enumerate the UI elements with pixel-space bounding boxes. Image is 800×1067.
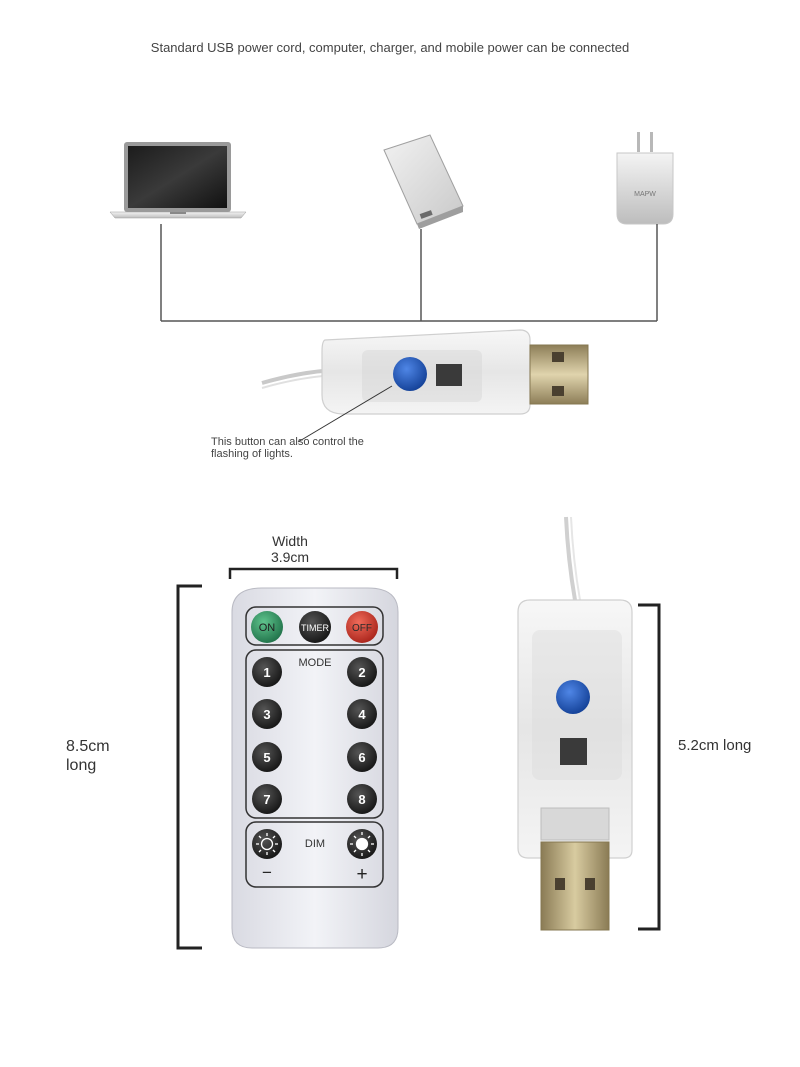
wall-charger-icon: MAPW bbox=[616, 132, 674, 225]
mode-label: MODE bbox=[299, 657, 332, 669]
width-label: Width 3.9cm bbox=[250, 533, 330, 565]
usb-dongle-vertical bbox=[517, 516, 633, 931]
sun-small-icon bbox=[256, 833, 278, 855]
pointer-line bbox=[297, 385, 393, 443]
usb-controller-horizontal bbox=[261, 329, 589, 415]
button-6[interactable]: 6 bbox=[347, 742, 377, 772]
width-label-value: 3.9cm bbox=[270, 549, 310, 565]
dongle-height-bracket bbox=[638, 603, 661, 931]
button-4[interactable]: 4 bbox=[347, 699, 377, 729]
on-button-label: ON bbox=[259, 622, 276, 634]
button-5-label: 5 bbox=[263, 750, 270, 765]
dim-up-button[interactable] bbox=[347, 829, 377, 859]
off-button-label: OFF bbox=[352, 623, 372, 634]
remote-height-label: 8.5cm long bbox=[66, 738, 110, 774]
power-bank-icon bbox=[383, 134, 464, 229]
charger-brand-text: MAPW bbox=[634, 191, 656, 198]
button-2-label: 2 bbox=[358, 665, 365, 680]
width-label-title: Width bbox=[272, 533, 308, 549]
button-5[interactable]: 5 bbox=[252, 742, 282, 772]
connection-lines bbox=[160, 224, 658, 322]
plus-label: + bbox=[356, 864, 367, 885]
timer-button[interactable]: TIMER bbox=[299, 611, 331, 643]
on-button[interactable]: ON bbox=[251, 611, 283, 643]
width-bracket bbox=[228, 567, 399, 579]
button-4-label: 4 bbox=[358, 707, 366, 722]
dim-down-button[interactable] bbox=[252, 829, 282, 859]
usb-control-button[interactable] bbox=[393, 357, 427, 391]
button-8[interactable]: 8 bbox=[347, 784, 377, 814]
button-1[interactable]: 1 bbox=[252, 657, 282, 687]
button-7[interactable]: 7 bbox=[252, 784, 282, 814]
laptop-icon bbox=[109, 142, 247, 219]
timer-button-label: TIMER bbox=[301, 623, 329, 633]
button-1-label: 1 bbox=[263, 665, 270, 680]
button-2[interactable]: 2 bbox=[347, 657, 377, 687]
dim-label: DIM bbox=[305, 838, 325, 850]
dongle-control-button[interactable] bbox=[556, 680, 590, 714]
button-7-label: 7 bbox=[263, 792, 270, 807]
top-caption: Standard USB power cord, computer, charg… bbox=[150, 40, 630, 55]
button-3-label: 3 bbox=[263, 707, 270, 722]
button-3[interactable]: 3 bbox=[252, 699, 282, 729]
off-button[interactable]: OFF bbox=[346, 611, 378, 643]
button-8-label: 8 bbox=[358, 792, 365, 807]
button-6-label: 6 bbox=[358, 750, 365, 765]
remote-height-bracket bbox=[176, 584, 202, 950]
sun-large-icon bbox=[350, 832, 374, 856]
remote-control: ON TIMER OFF MODE 1 2 3 4 5 bbox=[231, 587, 399, 949]
minus-label: − bbox=[262, 863, 272, 882]
dongle-height-label: 5.2cm long bbox=[678, 737, 752, 754]
button-note: This button can also control the flashin… bbox=[211, 436, 364, 460]
